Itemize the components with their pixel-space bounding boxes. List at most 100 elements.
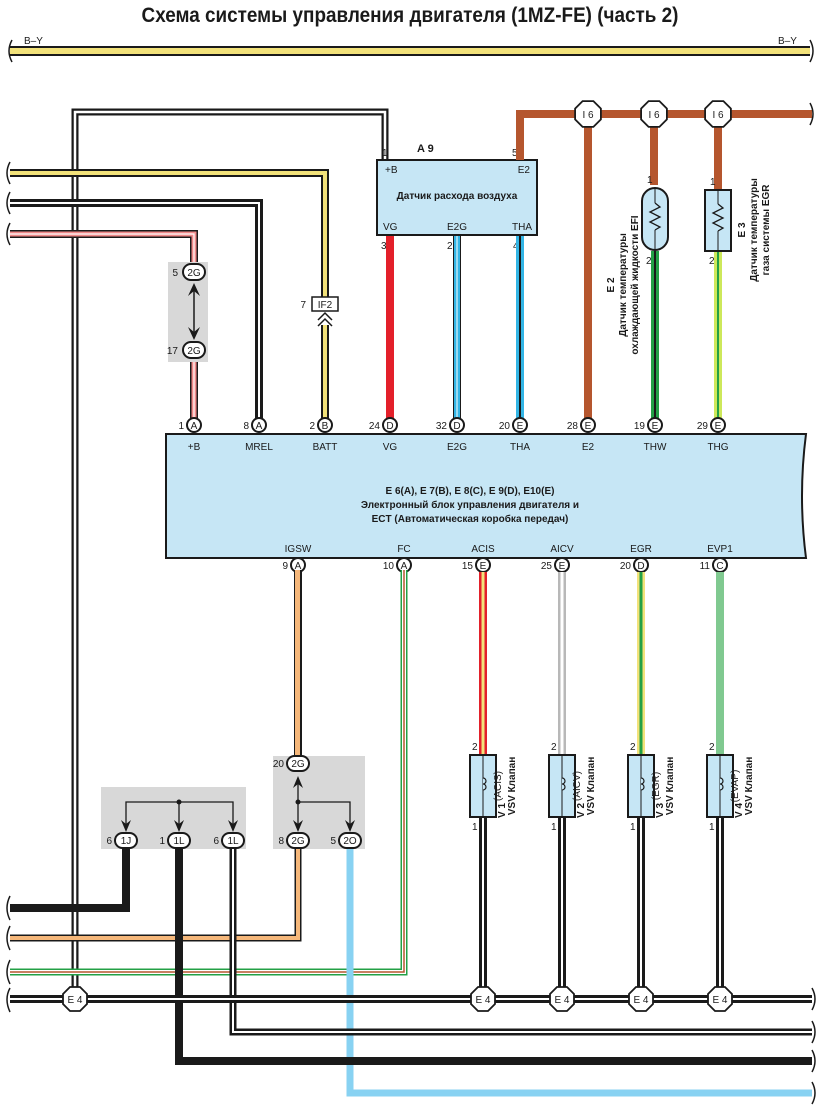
svg-text:2: 2 [472, 742, 478, 753]
svg-text:5: 5 [172, 268, 178, 279]
ecu-name-line2: ECT (Автоматическая коробка передач) [372, 513, 569, 525]
ecu-top-terminals: A1+BA8MRELB2BATTD24VGD32E2GE20THAE28E2E1… [178, 417, 729, 453]
svg-text:1: 1 [551, 822, 557, 833]
maf-sensor-name: Датчик расхода воздуха [397, 191, 518, 202]
vsv-name: VSV Клапан [665, 757, 676, 815]
svg-text:20: 20 [620, 561, 632, 572]
svg-text:1: 1 [159, 836, 165, 847]
svg-text:A: A [401, 561, 408, 572]
connector-1l-a: 1L 1 [159, 832, 191, 849]
svg-text:E: E [480, 561, 487, 572]
svg-text:28: 28 [567, 421, 579, 432]
svg-text:1: 1 [472, 822, 478, 833]
svg-text:газа системы EGR: газа системы EGR [761, 184, 772, 276]
vsv-valve-1: 21V 1(ACIS)VSV Клапан [469, 572, 518, 995]
connector-2g-lower-left: 2G 8 [278, 832, 310, 849]
ground-e4-label: E 4 [67, 995, 82, 1006]
svg-text:1L: 1L [227, 836, 239, 847]
svg-text:2O: 2O [343, 836, 357, 847]
svg-text:10: 10 [383, 561, 395, 572]
vsv-sub: (AICV) [572, 771, 583, 801]
egr-temp-sensor: 1 2 E 3 Датчик температуры газа системы … [704, 177, 772, 282]
junction-i6: I 6 [574, 100, 602, 128]
svg-text:1: 1 [709, 822, 715, 833]
svg-text:FC: FC [397, 544, 410, 555]
arrow-down-icon [121, 820, 131, 832]
junction-i6: I 6 [640, 100, 668, 128]
vsv-valve-2: 21V 2(AICV)VSV Клапан [548, 572, 597, 995]
wire-black-1j [10, 849, 130, 912]
svg-text:11: 11 [700, 561, 711, 572]
wire-green-thw [651, 251, 659, 432]
wire-red-white-plus-b [10, 230, 198, 432]
svg-text:2: 2 [709, 742, 715, 753]
svg-text:C: C [716, 561, 723, 572]
svg-text:D: D [453, 421, 460, 432]
svg-text:EVP1: EVP1 [707, 544, 733, 555]
svg-text:7: 7 [300, 300, 306, 311]
arrow-down-icon [345, 820, 355, 832]
svg-text:AICV: AICV [550, 544, 574, 555]
svg-text:A: A [256, 421, 263, 432]
svg-text:охлаждающей жидкости EFI: охлаждающей жидкости EFI [630, 215, 641, 354]
svg-text:17: 17 [167, 346, 179, 357]
svg-text:D: D [386, 421, 393, 432]
connector-2o: 2O 5 [330, 832, 362, 849]
vsv-sub: (EVAP) [730, 770, 741, 803]
svg-text:VG: VG [383, 222, 398, 233]
wire-sky-blue [346, 849, 812, 1097]
coolant-temp-sensor: 1 2 E 2 Датчик температуры охлаждающей ж… [606, 175, 669, 355]
svg-text:B: B [322, 421, 329, 432]
svg-text:E2: E2 [518, 165, 531, 176]
connector-if2: IF2 7 [300, 296, 339, 327]
arrow-down-icon [228, 820, 238, 832]
bus-label-right: B–Y [778, 36, 797, 47]
svg-text:E: E [559, 561, 566, 572]
svg-text:IGSW: IGSW [285, 544, 312, 555]
svg-text:+B: +B [188, 442, 201, 453]
svg-text:1: 1 [647, 175, 653, 186]
svg-text:E2: E2 [582, 442, 595, 453]
svg-text:2: 2 [309, 421, 315, 432]
svg-text:8: 8 [278, 836, 284, 847]
vsv-sub: (ACIS) [493, 771, 504, 801]
bus-label-left: B–Y [24, 36, 43, 47]
top-bus-wire [8, 39, 814, 63]
svg-text:20: 20 [273, 759, 285, 770]
svg-text:6: 6 [106, 836, 112, 847]
svg-text:1J: 1J [121, 836, 132, 847]
connector-2g-lower-top: 2G 20 [273, 755, 310, 772]
wire-black-1l-a [175, 849, 812, 1065]
arrow-down-icon [293, 820, 303, 832]
connector-1l-b: 1L 6 [213, 832, 245, 849]
svg-text:E: E [585, 421, 592, 432]
svg-text:2G: 2G [187, 346, 201, 357]
svg-text:32: 32 [436, 421, 448, 432]
svg-text:+B: +B [385, 165, 398, 176]
junction-i6-label: I 6 [648, 110, 660, 121]
svg-text:9: 9 [282, 561, 288, 572]
svg-text:2G: 2G [291, 836, 305, 847]
junction-i6-label: I 6 [712, 110, 724, 121]
wire-black-white-to-maf [71, 108, 389, 995]
svg-text:2G: 2G [291, 759, 305, 770]
ground-e4: E 4 [628, 986, 654, 1012]
svg-text:E2G: E2G [447, 442, 467, 453]
coolant-sensor-id: E 2 [606, 277, 617, 292]
ecu-connectors: E 6(A), E 7(B), E 8(C), E 9(D), E10(E) [386, 486, 555, 497]
svg-text:D: D [637, 561, 644, 572]
svg-text:Датчик температуры: Датчик температуры [618, 233, 629, 337]
svg-text:5: 5 [330, 836, 336, 847]
svg-text:2G: 2G [187, 268, 201, 279]
svg-text:29: 29 [697, 421, 709, 432]
svg-text:IF2: IF2 [318, 300, 333, 311]
svg-text:24: 24 [369, 421, 381, 432]
ground-e4-label: E 4 [554, 995, 569, 1006]
